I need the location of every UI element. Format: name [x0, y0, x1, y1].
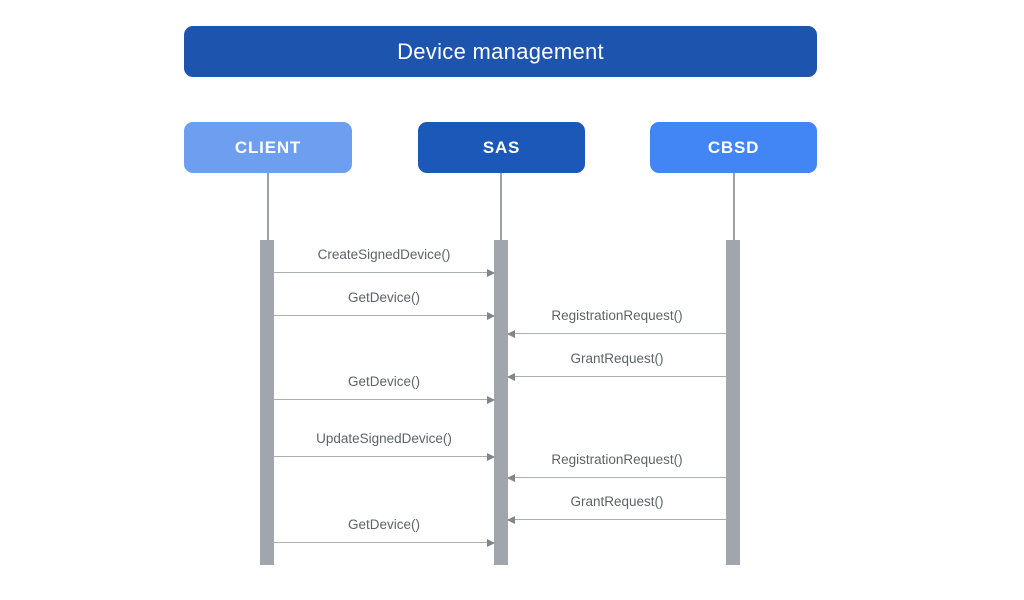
message-label: CreateSignedDevice() — [317, 247, 451, 262]
message-arrow — [274, 395, 495, 404]
lifeline-client — [267, 173, 269, 240]
message-label: GrantRequest() — [570, 494, 664, 509]
diagram-title: Device management — [184, 26, 817, 77]
message-grant-request: GrantRequest() — [507, 494, 726, 524]
message-label: UpdateSignedDevice() — [316, 431, 452, 446]
message-update-signed-device: UpdateSignedDevice() — [274, 431, 495, 461]
activation-bar-cbsd — [726, 240, 740, 565]
message-registration-request: RegistrationRequest() — [507, 308, 726, 338]
arrowhead-right-icon — [487, 311, 495, 320]
arrowhead-left-icon — [507, 473, 515, 482]
message-get-device: GetDevice() — [274, 517, 495, 547]
message-label: GetDevice() — [347, 374, 420, 389]
actor-client: CLIENT — [184, 122, 352, 173]
arrowhead-right-icon — [487, 538, 495, 547]
actor-cbsd: CBSD — [650, 122, 817, 173]
arrowhead-right-icon — [487, 395, 495, 404]
activation-bar-sas — [494, 240, 508, 565]
message-label: GrantRequest() — [570, 351, 664, 366]
message-label: GetDevice() — [347, 517, 420, 532]
message-arrow — [507, 473, 726, 482]
lifeline-sas — [500, 173, 502, 240]
arrowhead-right-icon — [487, 268, 495, 277]
activation-bar-client — [260, 240, 274, 565]
message-arrow — [507, 372, 726, 381]
message-arrow — [274, 538, 495, 547]
message-arrow — [507, 515, 726, 524]
message-label: RegistrationRequest() — [551, 308, 683, 323]
message-arrow — [507, 329, 726, 338]
arrowhead-left-icon — [507, 515, 515, 524]
arrowhead-right-icon — [487, 452, 495, 461]
lifeline-cbsd — [733, 173, 735, 240]
message-create-signed-device: CreateSignedDevice() — [274, 247, 495, 277]
message-arrow — [274, 452, 495, 461]
message-label: RegistrationRequest() — [551, 452, 683, 467]
arrowhead-left-icon — [507, 329, 515, 338]
message-grant-request: GrantRequest() — [507, 351, 726, 381]
message-get-device: GetDevice() — [274, 374, 495, 404]
actor-sas: SAS — [418, 122, 585, 173]
message-label: GetDevice() — [347, 290, 420, 305]
message-arrow — [274, 268, 495, 277]
arrowhead-left-icon — [507, 372, 515, 381]
message-registration-request: RegistrationRequest() — [507, 452, 726, 482]
message-arrow — [274, 311, 495, 320]
message-get-device: GetDevice() — [274, 290, 495, 320]
